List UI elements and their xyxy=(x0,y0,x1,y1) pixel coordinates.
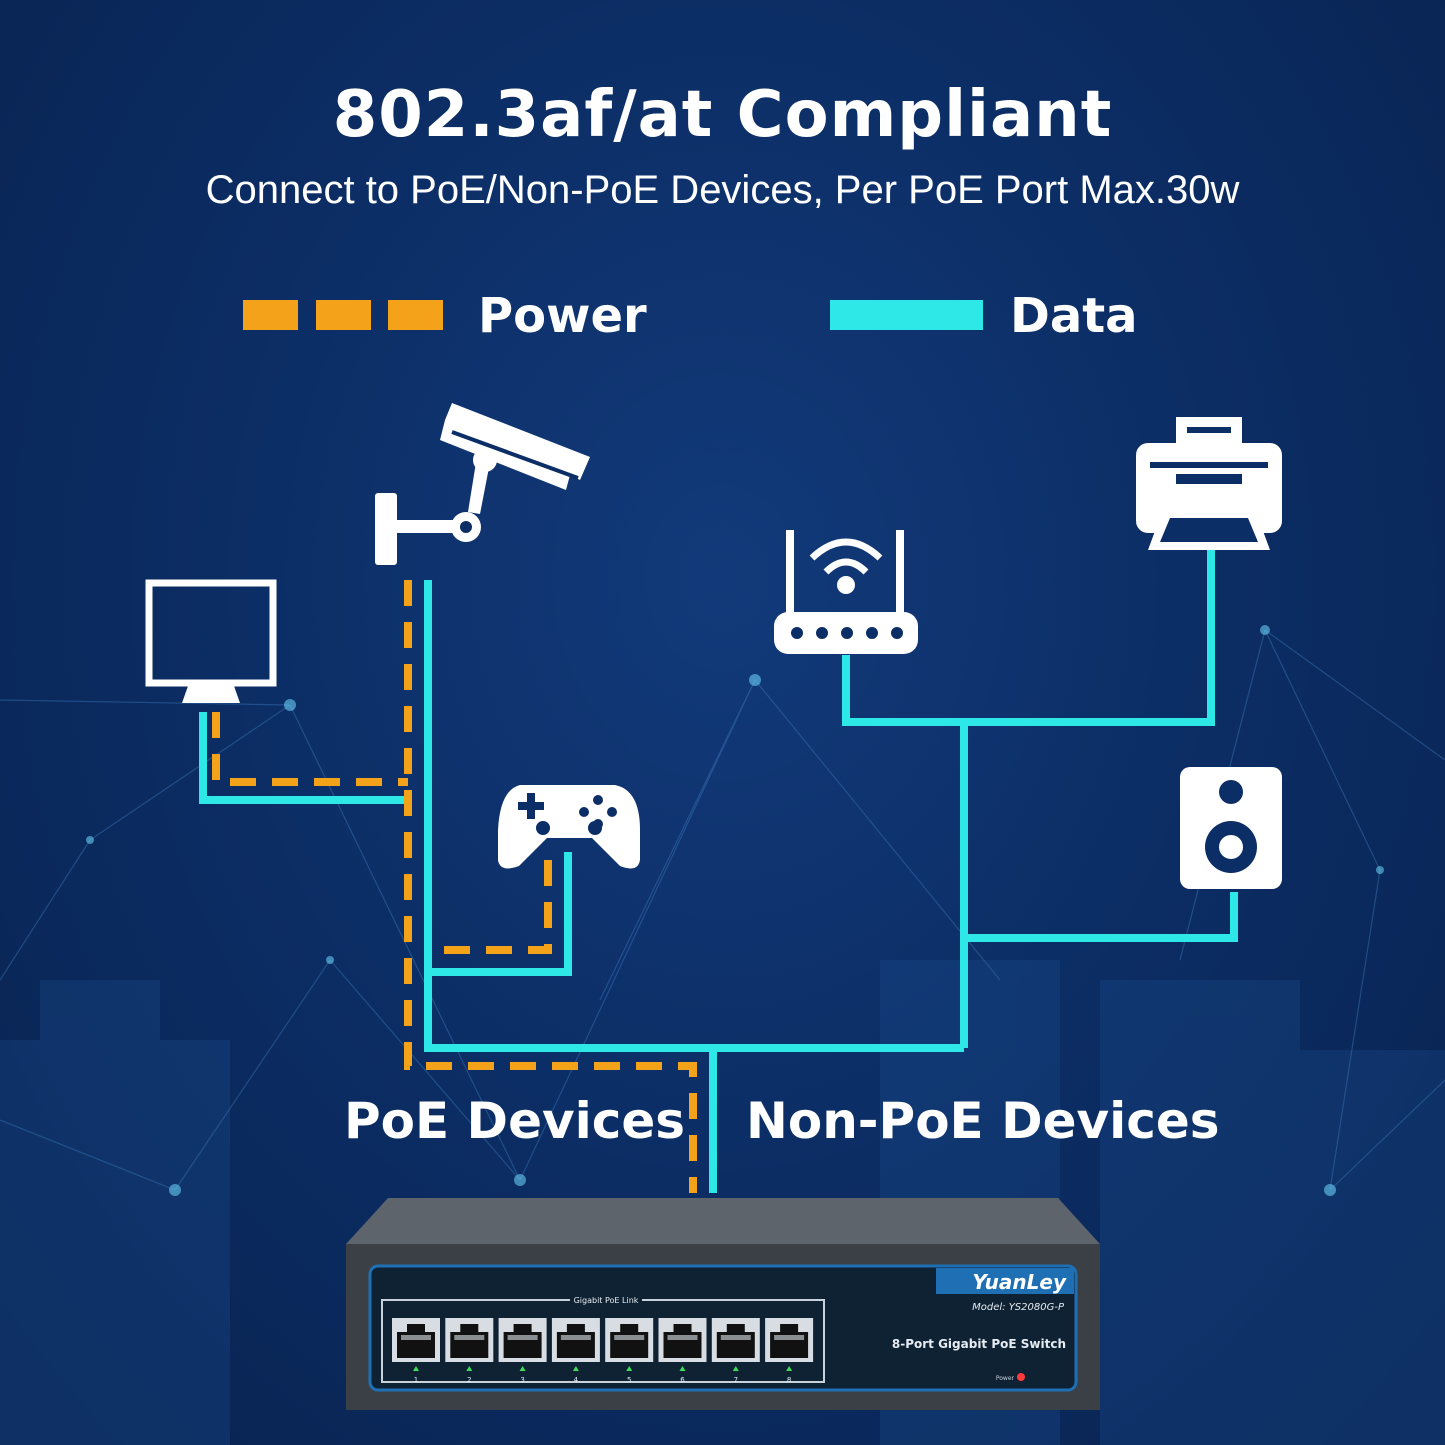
data-line-speaker xyxy=(964,892,1238,942)
legend-power-label: Power xyxy=(478,288,647,344)
power-lines xyxy=(212,580,697,1193)
data-line-monitor xyxy=(199,712,408,804)
speaker-icon xyxy=(1180,767,1282,889)
port-number: 4 xyxy=(574,1376,579,1384)
switch-port-header: Gigabit PoE Link xyxy=(574,1296,639,1305)
data-line-router xyxy=(842,548,1215,726)
ethernet-port xyxy=(445,1318,494,1371)
gamepad-icon xyxy=(498,785,640,869)
switch-port-numbers: 1 2 3 4 5 6 7 8 xyxy=(414,1376,792,1384)
printer-icon xyxy=(1136,417,1282,550)
switch-model: Model: YS2080G-P xyxy=(972,1302,1065,1313)
switch-description: 8-Port Gigabit PoE Switch xyxy=(892,1337,1066,1351)
port-number: 3 xyxy=(520,1376,524,1384)
switch-brand: YuanLey xyxy=(972,1270,1067,1294)
poe-devices-label: PoE Devices xyxy=(344,1092,686,1150)
ethernet-port xyxy=(711,1318,760,1371)
data-line-gamepad xyxy=(432,852,572,976)
legend-data-label: Data xyxy=(1010,288,1138,344)
ethernet-port xyxy=(498,1318,547,1371)
switch-power-label: Power xyxy=(996,1375,1015,1382)
switch-ports xyxy=(392,1318,814,1371)
ethernet-port xyxy=(605,1318,654,1371)
security-camera-icon xyxy=(375,403,590,565)
legend-power-swatch xyxy=(243,300,443,330)
router-icon xyxy=(774,530,918,654)
port-number: 6 xyxy=(680,1376,685,1384)
page-subtitle: Connect to PoE/Non-PoE Devices, Per PoE … xyxy=(205,168,1240,212)
port-number: 1 xyxy=(414,1376,418,1384)
power-led xyxy=(1017,1373,1025,1381)
page-title: 802.3af/at Compliant xyxy=(332,78,1113,152)
power-line-monitor xyxy=(212,712,408,786)
non-poe-devices-label: Non-PoE Devices xyxy=(746,1092,1220,1150)
ethernet-port xyxy=(765,1318,814,1371)
data-line-camera xyxy=(424,580,964,1052)
data-lines xyxy=(199,548,1238,1193)
port-number: 2 xyxy=(467,1376,471,1384)
port-number: 7 xyxy=(734,1376,738,1384)
monitor-icon xyxy=(145,579,277,703)
ethernet-port xyxy=(551,1318,600,1371)
poe-switch: 1 2 3 4 5 6 7 8 YuanLey Model: YS2080G-P 8-Port… xyxy=(346,1198,1100,1410)
port-number: 5 xyxy=(627,1376,631,1384)
power-line-gamepad xyxy=(434,860,552,954)
ethernet-port xyxy=(392,1318,440,1371)
legend-data-swatch xyxy=(830,300,983,330)
port-number: 8 xyxy=(787,1376,791,1384)
ethernet-port xyxy=(658,1318,707,1371)
